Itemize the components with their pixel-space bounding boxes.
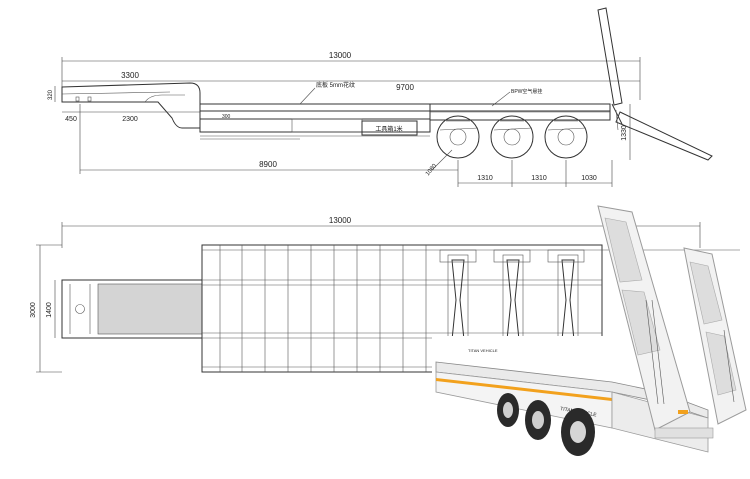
toolbox [361, 120, 418, 136]
photo-brand-label-top: TITAN VEHICLE [468, 348, 498, 353]
gooseneck [61, 82, 201, 129]
neck-width-label: 1400 [46, 302, 53, 318]
side-overall-length: 13000 [329, 51, 352, 60]
main-deck [199, 103, 611, 112]
overall-width-label: 3000 [30, 302, 37, 318]
front-overhang-label: 450 [65, 116, 77, 123]
photo-wheels [497, 393, 595, 456]
top-overall-length: 13000 [329, 216, 352, 225]
photo-stripe [436, 378, 612, 401]
deck-length-label: 9700 [396, 83, 414, 92]
ramp-raised [597, 7, 623, 106]
floor-note: 底板 5mm花纹 [316, 81, 355, 89]
photo-ramps [597, 205, 747, 431]
side-view: 13000 3300 9700 320 450 2300 工具箱1米 300 底… [48, 7, 713, 187]
rear-overhang-label: 1030 [581, 175, 597, 182]
cross-members [219, 245, 427, 372]
king-pin [75, 304, 85, 314]
front-section-label: 2300 [122, 116, 138, 123]
tread-plate [97, 283, 203, 335]
suspension-note: BPW空气悬挂 [511, 88, 542, 95]
ramp-lowered [615, 111, 713, 161]
step-height-label: 300 [222, 114, 231, 120]
trailer-photo: TITAN VEHICLE TITAN VEHICLE [432, 205, 750, 474]
side-axles [436, 115, 588, 159]
king-pin-to-axle-label: 8900 [259, 160, 277, 169]
axle-spacing-2-label: 1310 [531, 175, 547, 182]
ramp-height-label: 1330 [621, 125, 628, 141]
neck-length-label: 3300 [121, 71, 139, 80]
toolbox-label: 工具箱1米 [375, 125, 402, 133]
axle-spacing-1-label: 1310 [477, 175, 493, 182]
main-frame-top [201, 244, 603, 373]
neck-height-label: 320 [48, 89, 54, 100]
